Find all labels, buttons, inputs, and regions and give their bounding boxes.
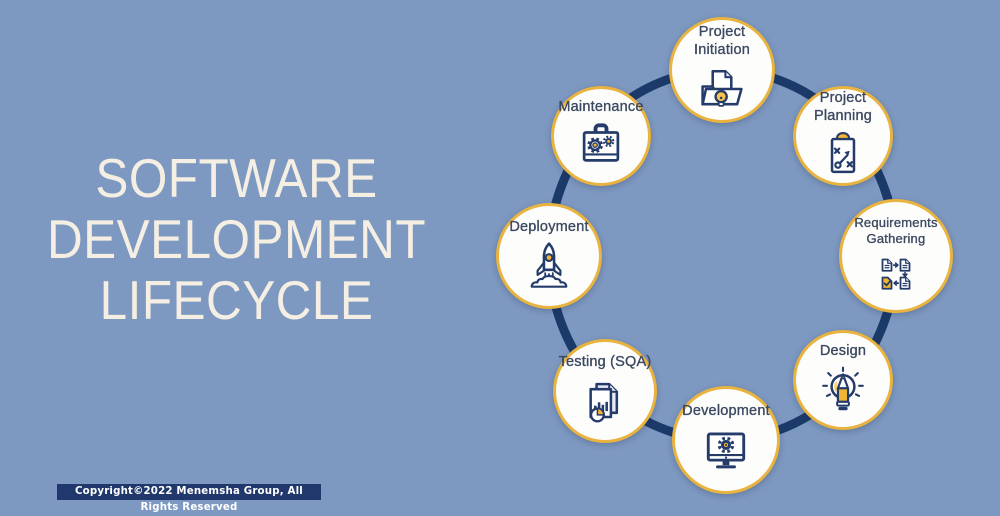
stage-label-maintenance: Maintenance: [558, 98, 644, 115]
stage-node-design: Design: [793, 330, 893, 430]
stage-node-development: Development: [672, 386, 780, 494]
stage-label-testing-sqa: Testing (SQA): [558, 353, 652, 370]
documents-flow-icon: [881, 258, 911, 290]
stage-node-maintenance: Maintenance: [551, 86, 651, 186]
stage-node-project-initiation: Project Initiation: [669, 17, 775, 123]
monitor-gear-icon: [706, 432, 746, 469]
stage-label-deployment: Deployment: [509, 218, 589, 235]
report-chart-icon: [589, 382, 619, 423]
stage-node-deployment: Deployment: [496, 203, 602, 309]
stage-label-project-initiation: Project Initiation: [693, 24, 750, 58]
toolbox-gears-icon: [582, 123, 620, 162]
stage-node-testing-sqa: Testing (SQA): [553, 339, 657, 443]
stage-label-requirements-gathering: Requirements Gathering: [854, 215, 938, 246]
stage-label-design: Design: [819, 342, 867, 359]
strategy-clipboard-icon: [830, 131, 856, 173]
bulb-pencil-icon: [822, 366, 864, 411]
stage-node-requirements-gathering: Requirements Gathering: [839, 199, 953, 313]
folder-idea-icon: [701, 69, 743, 107]
copyright-bar: Copyright©2022 Menemsha Group, All Right…: [57, 484, 321, 513]
stage-label-project-planning: Project Planning: [813, 90, 873, 124]
stage-label-development: Development: [682, 402, 770, 419]
page-title: SOFTWARE DEVELOPMENT LIFECYCLE: [46, 147, 427, 331]
stage-node-project-planning: Project Planning: [793, 86, 893, 186]
rocket-launch-icon: [530, 242, 568, 288]
